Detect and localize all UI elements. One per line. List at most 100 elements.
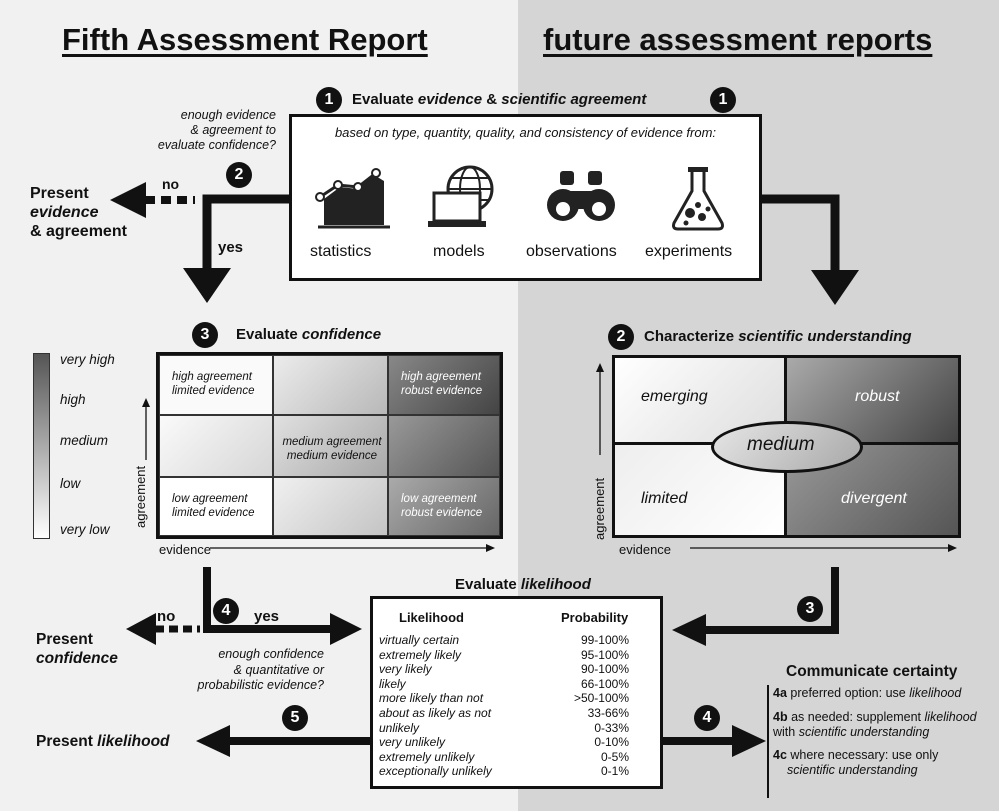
question1-line-2: & agreement to xyxy=(190,123,276,137)
step1-title: Evaluate evidence & scientific agreement xyxy=(352,91,646,108)
probability-range: 99-100% xyxy=(580,633,629,647)
title-fifth-assessment: Fifth Assessment Report xyxy=(62,22,428,57)
step1-title-part-a: Evaluate xyxy=(352,91,418,108)
probability-range: 0-5% xyxy=(600,749,629,764)
no-label-2: no xyxy=(157,608,176,625)
no-label-1: no xyxy=(162,176,180,192)
understanding-title-b: scientific understanding xyxy=(738,328,912,345)
question-confidence-probabilistic: enough confidence & quantitative or prob… xyxy=(134,647,324,694)
probability-col-header: Probability xyxy=(561,610,629,625)
likelihood-title-a: Evaluate xyxy=(455,576,521,593)
question1-line-3: evaluate confidence? xyxy=(157,138,276,152)
option-4b: 4b as needed: supplement likelihood with… xyxy=(773,710,977,740)
models-label: models xyxy=(433,243,485,260)
option-4b-italic-2: scientific understanding xyxy=(798,725,930,739)
likelihood-row: extremely unlikely 0-5% xyxy=(379,750,657,765)
cell-low-limited-line-2: limited evidence xyxy=(172,507,255,519)
option-4a-label: 4a xyxy=(773,686,787,700)
option-4b-text: as needed: supplement xyxy=(787,710,925,724)
scale-high: high xyxy=(60,392,86,407)
option-4c-italic: scientific understanding xyxy=(787,763,918,777)
present-likelihood-b: likelihood xyxy=(97,733,170,750)
scale-very-low: very low xyxy=(60,522,110,537)
experiments-label: experiments xyxy=(645,243,733,260)
likelihood-title: Evaluate likelihood xyxy=(455,576,591,593)
probability-range: >50-100% xyxy=(573,691,629,706)
evidence-sources-box: based on type, quantity, quality, and co… xyxy=(289,114,762,281)
option-4a-text: preferred option: use xyxy=(786,686,910,700)
option-4a-italic: likelihood xyxy=(909,686,962,700)
confidence-scale-bar xyxy=(33,353,50,539)
cell-low-robust-line-2: robust evidence xyxy=(401,507,483,519)
option-4a: 4a preferred option: use likelihood xyxy=(773,686,961,700)
present-evidence-line-3: & agreement xyxy=(30,223,127,240)
cell-low-robust-line-1: low agreement xyxy=(401,493,477,505)
likelihood-term: very likely xyxy=(379,662,432,677)
likelihood-table: Likelihood Probability virtually certain… xyxy=(370,596,663,789)
cell-medium-medium-line-1: medium agreement xyxy=(282,436,382,448)
likelihood-term: very unlikely xyxy=(379,735,446,750)
likelihood-term: extremely likely xyxy=(379,647,462,662)
present-likelihood-label: Present likelihood xyxy=(36,733,170,751)
medium-ellipse xyxy=(711,421,863,473)
probability-range: 90-100% xyxy=(580,662,629,677)
probability-range: 0-10% xyxy=(594,735,629,750)
step-5-badge: 5 xyxy=(282,705,308,731)
confidence-title-b: confidence xyxy=(301,326,382,343)
observations-icon xyxy=(547,171,615,221)
present-evidence-line-2: evidence xyxy=(30,204,99,221)
cell-low-robust: low agreement robust evidence xyxy=(388,477,500,536)
probability-range: 95-100% xyxy=(580,647,629,662)
confidence-x-axis-label: evidence xyxy=(159,542,212,557)
understanding-title: Characterize scientific understanding xyxy=(644,328,912,345)
evidence-sources-subtitle: based on type, quantity, quality, and co… xyxy=(334,125,717,140)
step-2-right-badge: 2 xyxy=(608,324,634,350)
statistics-label: statistics xyxy=(310,243,372,260)
likelihood-term: more likely than not xyxy=(379,691,484,706)
likelihood-term: about as likely as not xyxy=(379,705,492,720)
likelihood-term: extremely unlikely xyxy=(379,749,475,764)
step-1-badge-right: 1 xyxy=(710,87,736,113)
understanding-y-axis-label: agreement xyxy=(592,477,607,540)
confidence-title-a: Evaluate xyxy=(236,326,302,343)
likelihood-row: more likely than not >50-100% xyxy=(379,691,657,706)
present-confidence-line-2: confidence xyxy=(36,650,118,667)
likelihood-title-b: likelihood xyxy=(520,576,591,593)
option-4b-text-2: with xyxy=(773,725,799,739)
cell-high-robust-line-2: robust evidence xyxy=(401,385,483,397)
option-4b-italic: likelihood xyxy=(924,710,977,724)
step-2-badge: 2 xyxy=(226,162,252,188)
option-4c-label: 4c xyxy=(773,748,787,762)
step1-title-part-d: scientific agreement xyxy=(501,91,647,108)
option-4c: 4c where necessary: use only scientific … xyxy=(773,748,938,778)
experiments-icon xyxy=(672,167,724,231)
step1-title-part-c: & xyxy=(482,91,502,108)
label-divergent: divergent xyxy=(841,490,907,507)
understanding-title-a: Characterize xyxy=(644,328,739,345)
likelihood-term: likely xyxy=(379,676,406,691)
understanding-matrix: emerging robust medium limited divergent xyxy=(612,355,961,538)
confidence-y-axis-label: agreement xyxy=(133,465,148,528)
step1-title-part-b: evidence xyxy=(417,91,483,108)
probability-range: 0-1% xyxy=(600,764,629,779)
likelihood-row: very unlikely 0-10% xyxy=(379,735,657,750)
present-evidence-line-1: Present xyxy=(30,185,89,202)
scale-very-high: very high xyxy=(60,352,115,367)
title-future-assessment: future assessment reports xyxy=(543,22,933,57)
communicate-title: Communicate certainty xyxy=(786,663,958,680)
present-likelihood-a: Present xyxy=(36,733,98,750)
likelihood-col-header: Likelihood xyxy=(399,610,464,625)
cell-medium-medium-line-2: medium evidence xyxy=(286,450,378,462)
option-4b-label: 4b xyxy=(773,710,788,724)
cell-low-medium xyxy=(273,477,388,536)
scale-low: low xyxy=(60,476,81,491)
